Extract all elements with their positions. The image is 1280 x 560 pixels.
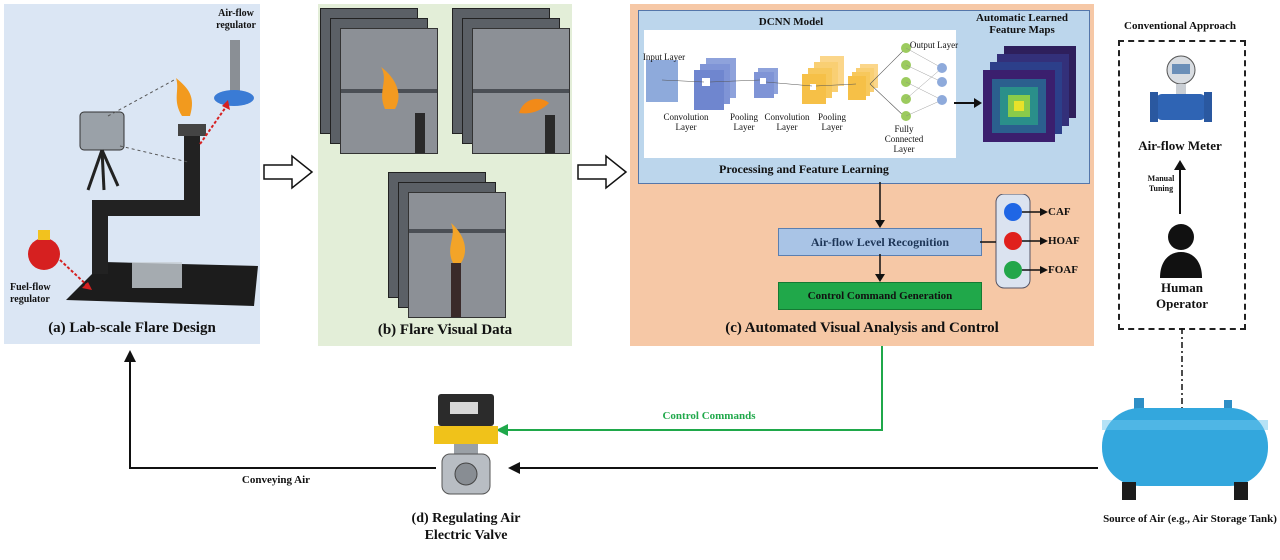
image-stack-3 <box>388 172 508 324</box>
air-flow-regulator-label: Air-flow regulator <box>216 8 256 31</box>
caf-indicator <box>1004 203 1022 221</box>
flare-frame-3 <box>409 223 505 317</box>
electric-valve-icon <box>434 394 498 495</box>
flare-tip <box>178 124 206 136</box>
dcnn-diagram <box>646 43 947 121</box>
hollow-arrow-a-to-b <box>263 154 314 190</box>
control-commands-label: Control Commands <box>662 410 756 422</box>
output-layer-label: Output Layer <box>909 40 959 50</box>
flow-connectors <box>124 328 1183 474</box>
arrow-recognition-to-control <box>875 254 885 282</box>
conveying-air-line <box>129 360 436 469</box>
hoaf-indicator <box>1004 232 1022 250</box>
caption-flare-visual-data: (b) Flare Visual Data <box>377 322 513 338</box>
pipe-horizontal <box>92 200 198 216</box>
control-box <box>132 262 182 288</box>
foaf-indicator <box>1004 261 1022 279</box>
control-commands-arrowhead <box>496 424 508 436</box>
flame-icon <box>176 78 193 116</box>
lab-flare-illustration <box>28 40 258 306</box>
human-operator-icon <box>1160 224 1202 278</box>
input-layer-label: Input Layer <box>642 52 686 62</box>
image-stack-2 <box>452 8 572 158</box>
conv1-block <box>694 70 724 110</box>
flare-frame-2 <box>473 89 569 153</box>
arrow-operator-to-meter <box>1174 160 1186 214</box>
caption-electric-valve: (d) Regulating Air Electric Valve <box>411 511 521 543</box>
feature-maps <box>983 46 1076 142</box>
flare-frame-1 <box>341 67 437 153</box>
air-flow-meter-icon <box>1150 55 1212 122</box>
input-layer-block <box>646 60 678 102</box>
conveying-air-arrowhead <box>124 350 136 362</box>
pool1-label: Pooling Layer <box>729 112 758 132</box>
air-storage-tank-icon <box>1102 398 1268 500</box>
burner-tube <box>230 40 240 98</box>
output-nodes <box>937 63 947 105</box>
processing-label: Processing and Feature Learning <box>719 162 889 176</box>
class-indicators <box>980 194 1048 289</box>
fully-connected-label: Fully Connected Layer <box>884 124 924 154</box>
manual-tuning-label: Manual Tuning <box>1147 174 1175 193</box>
dcnn-model-title: DCNN Model <box>758 16 824 28</box>
pipe-vertical-right <box>184 132 200 216</box>
conv1-label: Convolution Layer <box>663 112 709 132</box>
pool1-block <box>754 72 774 98</box>
caption-air-source: Source of Air (e.g., Air Storage Tank) <box>1103 513 1277 525</box>
fuel-flow-regulator-label: Fuel-flow regulator <box>10 282 51 305</box>
image-stack-1 <box>320 8 440 158</box>
class-foaf-label: FOAF <box>1048 264 1078 276</box>
hollow-arrow-b-to-c <box>577 154 628 190</box>
air-flow-recognition-box: Air-flow Level Recognition <box>778 228 982 256</box>
camera-phone <box>79 111 125 151</box>
arrow-to-feature-maps <box>954 98 982 108</box>
pool2-label: Pooling Layer <box>817 112 846 132</box>
human-operator-label: Human Operator <box>1156 280 1208 311</box>
pool2-block <box>848 76 866 100</box>
conveying-air-label: Conveying Air <box>241 474 311 486</box>
feature-maps-label: Automatic Learned Feature Maps <box>976 12 1068 36</box>
arrow-dcnn-to-recognition <box>875 182 885 228</box>
fuel-regulator-body <box>28 238 60 270</box>
caption-lab-scale-flare: (a) Lab-scale Flare Design <box>48 320 216 336</box>
pipe-vertical-left <box>92 204 108 274</box>
caption-visual-analysis: (c) Automated Visual Analysis and Contro… <box>725 320 999 336</box>
class-caf-label: CAF <box>1048 206 1071 218</box>
burner-base <box>214 90 254 106</box>
control-command-box: Control Command Generation <box>778 282 982 310</box>
control-commands-line <box>506 346 883 431</box>
air-flow-meter-label: Air-flow Meter <box>1138 138 1222 153</box>
conv2-label: Convolution Layer <box>764 112 810 132</box>
conventional-title: Conventional Approach <box>1124 20 1236 32</box>
class-hoaf-label: HOAF <box>1048 235 1080 247</box>
